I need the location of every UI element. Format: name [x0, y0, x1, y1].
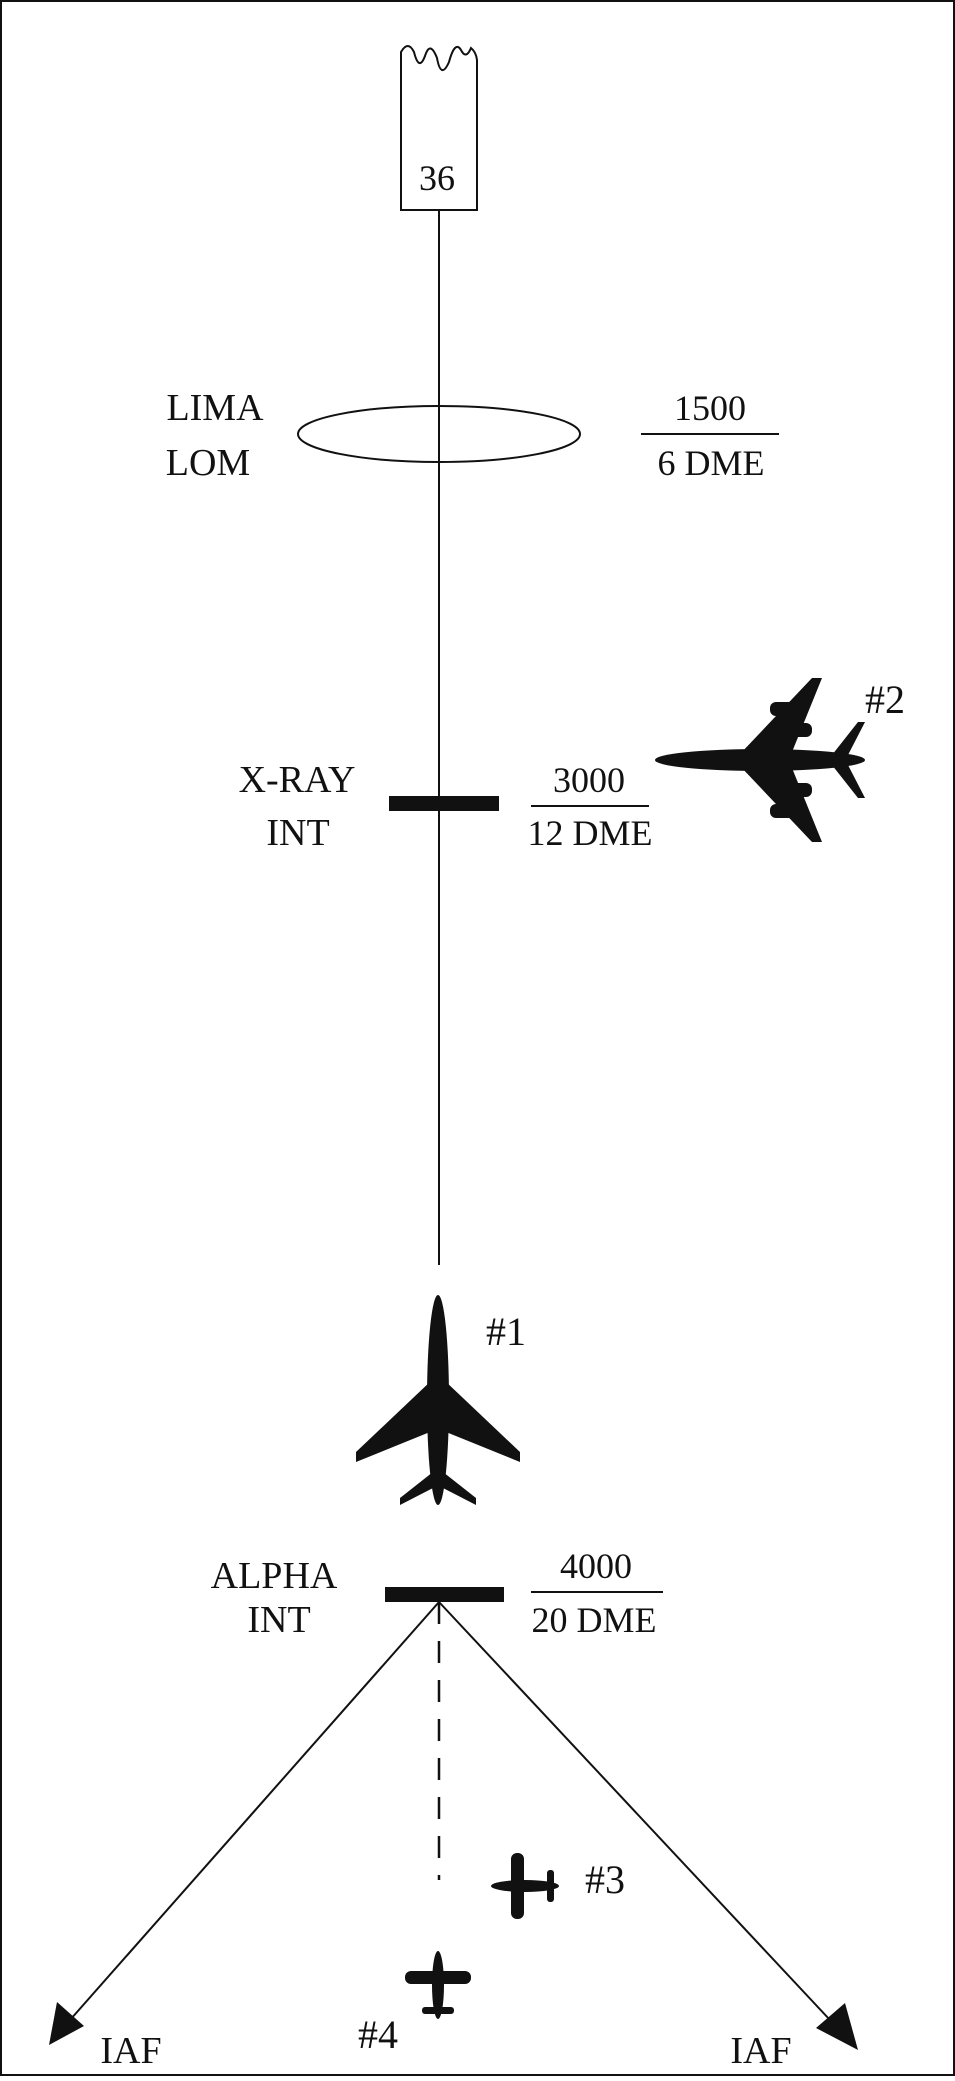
- runway-number: 36: [419, 158, 455, 198]
- jet-aircraft-icon: [655, 678, 865, 842]
- fix-type: LOM: [166, 442, 250, 484]
- aircraft-label: #4: [358, 2012, 398, 2057]
- fix-xray: X-RAY INT 3000 12 DME: [239, 759, 653, 854]
- aircraft-4: #4: [358, 1951, 471, 2057]
- intersection-bar: [385, 1587, 504, 1602]
- fix-distance: 20 DME: [532, 1600, 657, 1640]
- fix-name: ALPHA: [211, 1555, 338, 1597]
- fix-name: X-RAY: [239, 759, 356, 801]
- fix-altitude: 4000: [560, 1546, 632, 1586]
- fix-altitude: 1500: [674, 388, 746, 428]
- intersection-bar: [389, 796, 499, 811]
- aircraft-2: #2: [655, 677, 905, 842]
- fix-altitude: 3000: [553, 760, 625, 800]
- iaf-right-label: IAF: [730, 2030, 791, 2072]
- arrow-right-icon: [816, 2003, 858, 2050]
- route-to-left-iaf: [69, 1601, 440, 2021]
- fix-type: INT: [247, 1599, 310, 1641]
- fix-distance: 6 DME: [658, 443, 765, 483]
- feeder-routes: IAF IAF: [49, 1601, 858, 2072]
- arrow-left-icon: [49, 2002, 84, 2045]
- aircraft-label: #3: [585, 1857, 625, 1902]
- runway-outline: [400, 45, 478, 211]
- aircraft-label: #2: [865, 677, 905, 722]
- aircraft-3: #3: [491, 1853, 625, 1919]
- fix-alpha: ALPHA INT 4000 20 DME: [211, 1546, 663, 1641]
- fix-type: INT: [266, 812, 329, 854]
- fix-lima: LIMA LOM 1500 6 DME: [166, 387, 779, 484]
- route-to-right-iaf: [438, 1601, 831, 2021]
- fix-name: LIMA: [166, 387, 264, 429]
- fix-distance: 12 DME: [528, 813, 653, 853]
- aircraft-label: #1: [486, 1309, 526, 1354]
- runway: 36: [400, 45, 478, 211]
- iaf-left-label: IAF: [100, 2030, 161, 2072]
- aircraft-1: #1: [356, 1295, 526, 1505]
- lom-marker-ellipse: [297, 405, 581, 463]
